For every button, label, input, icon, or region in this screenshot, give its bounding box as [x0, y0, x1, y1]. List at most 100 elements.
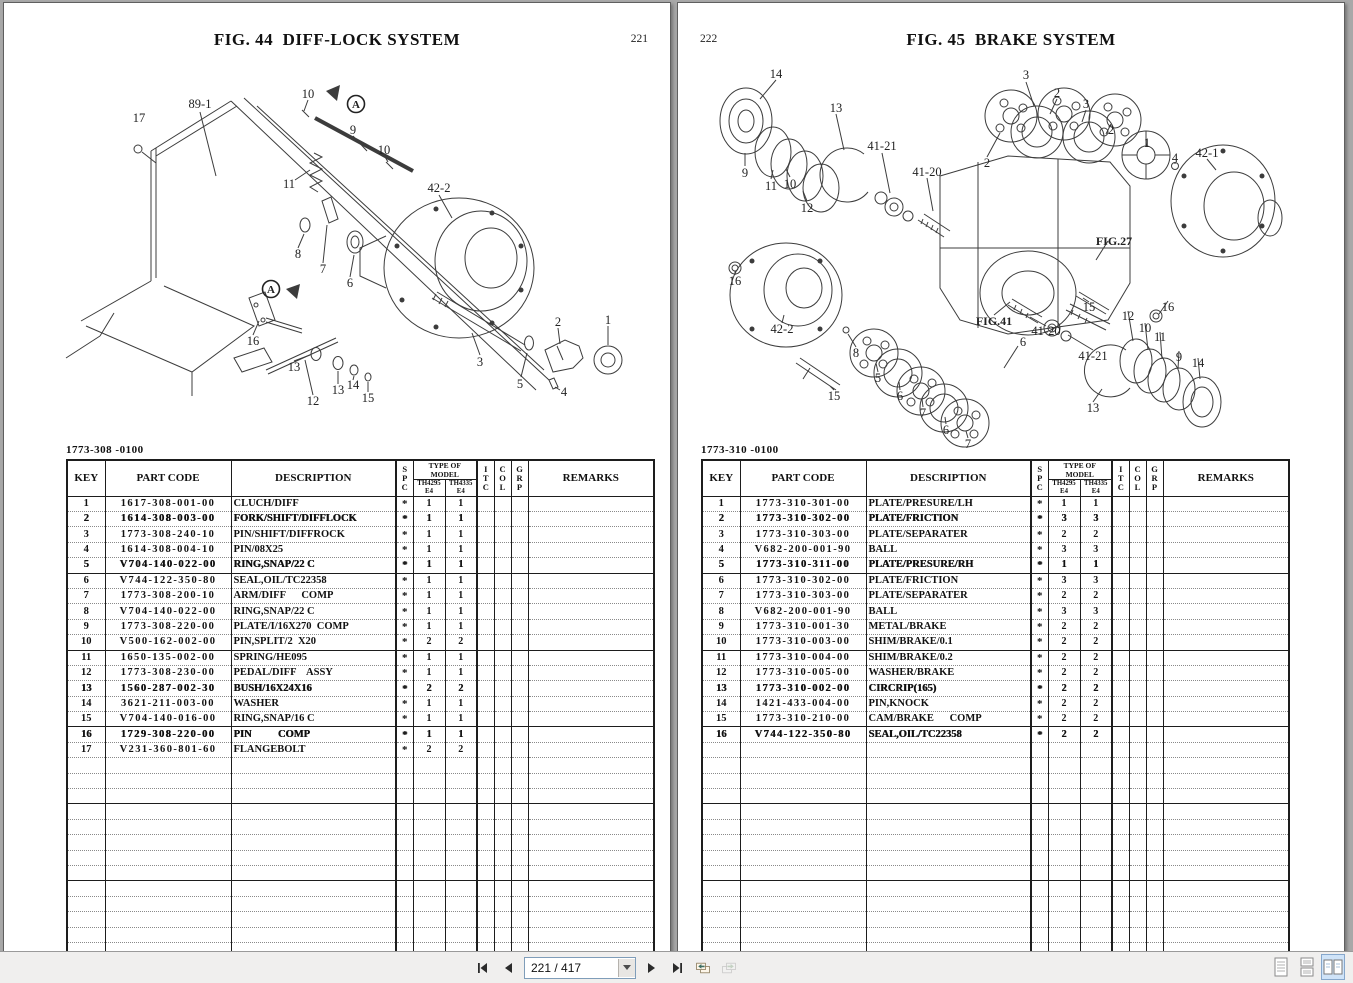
cell-r-grp	[1145, 619, 1164, 636]
continuous-view-button[interactable]	[1295, 954, 1319, 980]
cell-r-col	[493, 573, 512, 589]
cell-r-code	[739, 911, 866, 928]
cell-r-q2: 2	[1079, 588, 1113, 605]
callout-label: 6	[347, 276, 353, 290]
col-header-model-th4295: TH4295 E4	[412, 479, 445, 497]
cell-r-code	[739, 788, 866, 805]
chevron-down-icon[interactable]	[618, 958, 635, 977]
cell-r-col	[1128, 557, 1147, 574]
empty-table-row	[701, 788, 1290, 805]
cell-r-spc	[1030, 880, 1048, 897]
two-page-view-button[interactable]	[1321, 954, 1345, 980]
cell-r-spc	[395, 896, 413, 913]
callout-label: 13	[332, 383, 345, 397]
empty-table-row	[701, 880, 1290, 897]
last-page-button[interactable]	[666, 957, 688, 979]
cell-r-rem	[527, 819, 655, 836]
brake-exploded-diagram: 1491110121341-2141-20323221442-1FIG.27FI…	[719, 67, 1283, 450]
cell-r-code: 1729-308-220-00	[104, 726, 231, 743]
cell-r-spc: *	[1030, 588, 1048, 605]
cell-r-spc: *	[395, 665, 413, 682]
cell-r-rem	[527, 588, 655, 605]
cell-r-key: 13	[701, 680, 740, 697]
callout-label: 7	[320, 262, 326, 276]
cell-r-itc	[476, 665, 495, 682]
callout-label: 3	[477, 355, 483, 369]
cell-r-q1: 1	[412, 496, 445, 513]
cell-r-q1: 1	[1047, 557, 1080, 574]
cell-r-desc	[230, 834, 396, 851]
callout-label: A	[352, 99, 360, 111]
cell-r-code	[104, 757, 231, 774]
cell-r-code: 1773-310-311-00	[739, 557, 866, 574]
cell-r-desc: FORK/SHIFT/DIFFLOCK	[230, 511, 396, 528]
cell-r-col	[1128, 634, 1147, 651]
cell-r-code	[739, 850, 866, 867]
cell-r-itc	[476, 573, 495, 589]
cell-r-desc	[230, 880, 396, 897]
cell-r-spc: *	[395, 511, 413, 528]
cell-r-itc	[1111, 819, 1130, 836]
cell-r-grp	[510, 819, 529, 836]
cell-r-spc: *	[1030, 603, 1048, 620]
cell-r-itc	[476, 557, 495, 574]
col-header-col: C O L	[1128, 460, 1147, 497]
cell-r-rem	[527, 511, 655, 528]
cell-r-desc: RING,SNAP/16 C	[230, 711, 396, 728]
callout-label: 89-1	[189, 97, 212, 111]
callout-label: 4	[561, 385, 568, 399]
cell-r-code	[739, 927, 866, 943]
page-number-combobox[interactable]: 221 / 417	[524, 956, 636, 979]
cell-r-code	[739, 880, 866, 897]
cell-r-rem	[1162, 573, 1290, 589]
cell-r-desc: WASHER/BRAKE	[865, 665, 1031, 682]
previous-page-button[interactable]	[498, 957, 520, 979]
single-page-view-button[interactable]	[1269, 954, 1293, 980]
cell-r-desc	[230, 865, 396, 882]
callout-label: 14	[770, 67, 783, 81]
cell-r-q1: 1	[412, 542, 445, 559]
cell-r-desc: BALL	[865, 542, 1031, 559]
cell-r-desc: BUSH/16X24X16	[230, 680, 396, 697]
document-page-221: FIG. 44 DIFF-LOCK SYSTEM 221	[3, 2, 671, 960]
cell-r-key	[701, 865, 740, 882]
callout-label: 2	[555, 315, 561, 329]
cell-r-rem	[527, 680, 655, 697]
previous-view-button[interactable]	[692, 957, 714, 979]
cell-r-grp	[1145, 757, 1164, 774]
col-header-itc: I T C	[476, 460, 495, 497]
cell-r-code: 1773-310-302-00	[739, 511, 866, 528]
page-navigation-group: 221 / 417	[472, 955, 740, 980]
cell-r-code	[104, 927, 231, 943]
cell-r-q1	[412, 927, 445, 943]
cell-r-desc	[230, 850, 396, 867]
cell-r-q2: 1	[444, 711, 478, 728]
cell-r-q2: 1	[444, 650, 478, 666]
empty-table-row	[701, 850, 1290, 867]
cell-r-itc	[476, 803, 495, 820]
cell-r-q1: 3	[1047, 542, 1080, 559]
cell-r-rem	[1162, 619, 1290, 636]
cell-r-key: 11	[701, 650, 740, 666]
cell-r-itc	[476, 819, 495, 836]
cell-r-spc	[1030, 911, 1048, 928]
next-page-button[interactable]	[640, 957, 662, 979]
cell-r-grp	[510, 927, 529, 943]
callout-label: 2	[1054, 86, 1060, 100]
first-page-button[interactable]	[472, 957, 494, 979]
cell-r-q1	[1047, 788, 1080, 805]
cell-r-q1: 1	[412, 588, 445, 605]
next-view-button[interactable]	[718, 957, 740, 979]
cell-r-spc: *	[395, 680, 413, 697]
cell-r-grp	[510, 803, 529, 820]
cell-r-spc	[1030, 850, 1048, 867]
cell-r-code: 3621-211-003-00	[104, 696, 231, 713]
cell-r-rem	[527, 896, 655, 913]
